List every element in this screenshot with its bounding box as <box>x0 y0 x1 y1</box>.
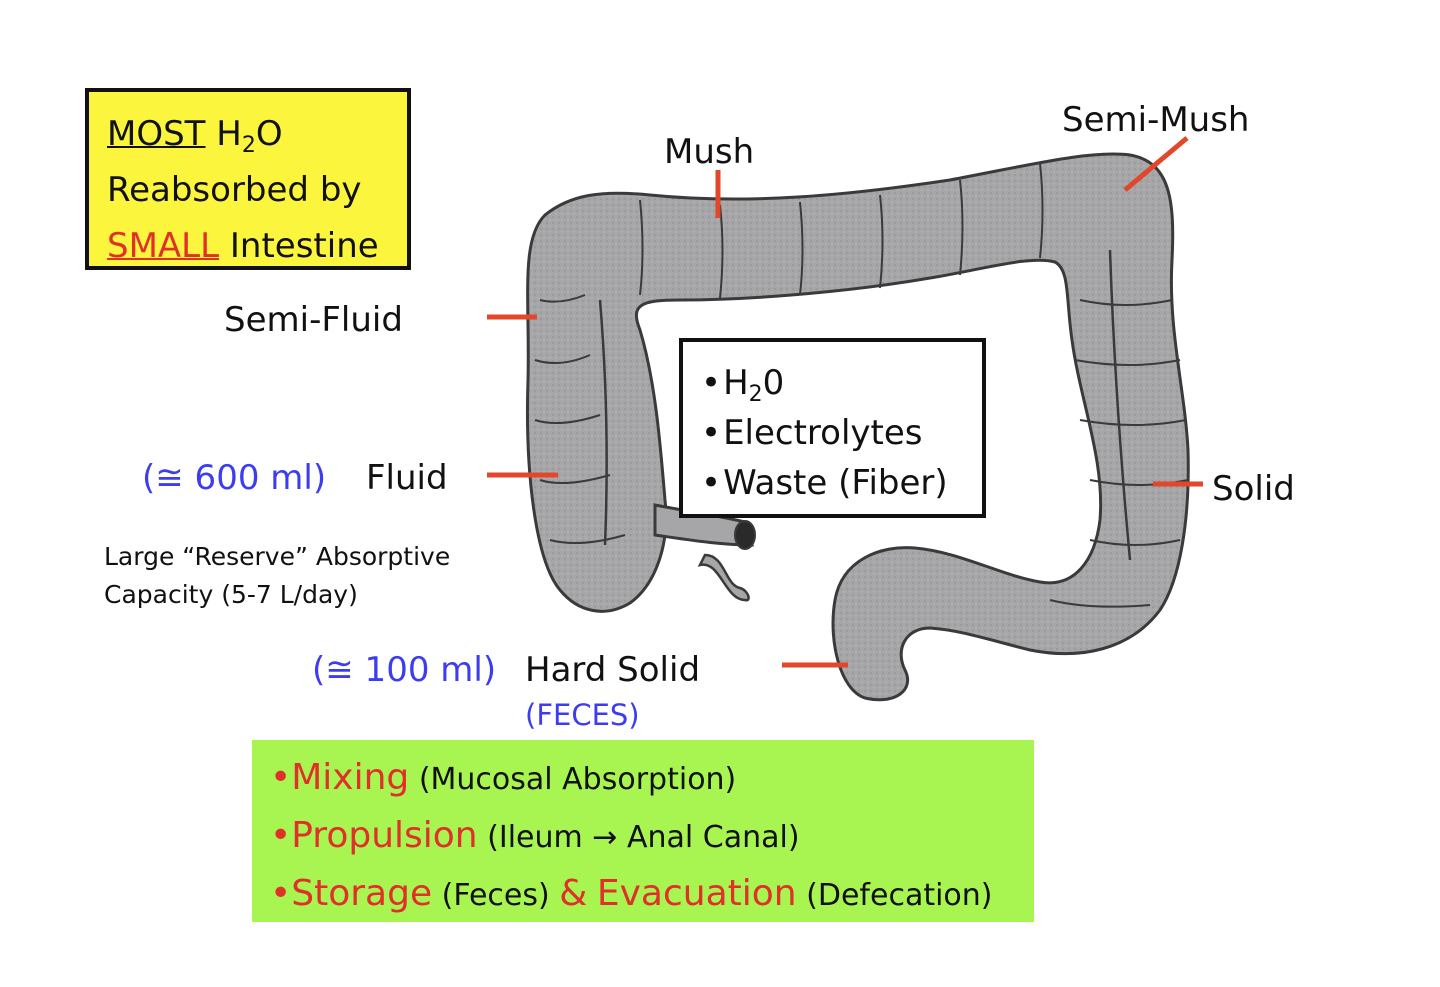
bullet: • <box>701 463 722 503</box>
mixing-detail: (Mucosal Absorption) <box>418 762 737 797</box>
propulsion-detail: (Ileum → Anal Canal) <box>487 820 800 855</box>
evacuation-detail: (Defecation) <box>806 878 993 913</box>
subscript-2: 2 <box>241 133 256 158</box>
contents-electrolytes: Electrolytes <box>723 413 923 453</box>
label-solid: Solid <box>1212 469 1295 509</box>
ileum-opening <box>734 520 756 550</box>
contents-item-water: •H20 <box>701 358 982 408</box>
intestine-text: Intestine <box>229 226 379 266</box>
storage-term: Storage <box>291 873 433 914</box>
label-feces: (FECES) <box>525 698 640 732</box>
contents-subscript-2: 2 <box>748 382 763 407</box>
label-fluid: Fluid <box>366 458 448 498</box>
contents-zero: 0 <box>762 363 785 403</box>
ampersand: & <box>559 873 588 914</box>
colon-functions-box: •Mixing (Mucosal Absorption) •Propulsion… <box>252 740 1034 922</box>
label-hard-solid: Hard Solid <box>525 650 701 690</box>
bullet: • <box>270 815 292 856</box>
reserve-capacity-note: Large “Reserve” Absorptive Capacity (5-7… <box>104 538 450 614</box>
small-text: SMALL <box>107 226 220 266</box>
contents-item-electrolytes: •Electrolytes <box>701 408 982 458</box>
reserve-note-line-1: Large “Reserve” Absorptive <box>104 542 451 571</box>
label-semi-fluid: Semi-Fluid <box>224 300 403 340</box>
pointer-semi-mush <box>1123 136 1189 192</box>
colon-contents-box: •H20 •Electrolytes •Waste (Fiber) <box>679 338 986 518</box>
label-fluid-volume: (≅ 600 ml) <box>142 458 327 498</box>
water-box-line-1: MOST H2O <box>107 106 407 162</box>
contents-h: H <box>723 363 749 403</box>
bullet: • <box>270 873 292 914</box>
function-propulsion: •Propulsion (Ileum → Anal Canal) <box>270 808 1034 866</box>
bullet: • <box>701 413 722 453</box>
water-box-line-2: Reabsorbed by <box>107 170 362 210</box>
reserve-note-line-2: Capacity (5-7 L/day) <box>104 580 358 609</box>
most-text: MOST <box>107 114 206 154</box>
function-mixing: •Mixing (Mucosal Absorption) <box>270 750 1034 808</box>
evacuation-term: Evacuation <box>596 873 797 914</box>
pointer-lines <box>487 136 1203 668</box>
water-reabsorption-box: MOST H2O Reabsorbed by SMALL Intestine <box>85 88 411 270</box>
contents-waste: Waste (Fiber) <box>723 463 948 503</box>
colon-body <box>525 152 1190 702</box>
appendix <box>697 553 750 602</box>
haustra-lines <box>534 162 1189 608</box>
h-text: H <box>216 114 242 154</box>
propulsion-term: Propulsion <box>291 815 478 856</box>
label-semi-mush: Semi-Mush <box>1062 100 1250 140</box>
contents-item-waste: •Waste (Fiber) <box>701 458 982 508</box>
bullet: • <box>270 757 292 798</box>
mixing-term: Mixing <box>291 757 410 798</box>
label-hard-volume: (≅ 100 ml) <box>312 650 497 690</box>
storage-detail: (Feces) <box>441 878 550 913</box>
function-storage-evacuation: •Storage (Feces) & Evacuation (Defecatio… <box>270 866 1034 924</box>
water-box-line-3: SMALL Intestine <box>107 218 407 274</box>
o-text: O <box>255 114 283 154</box>
bullet: • <box>701 363 722 403</box>
label-mush: Mush <box>664 132 755 172</box>
